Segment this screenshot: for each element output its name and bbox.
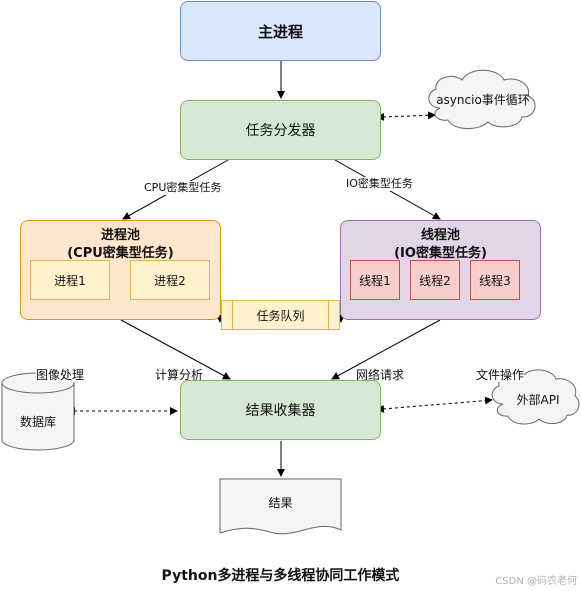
io-tasks-label: IO密集型任务 — [346, 177, 413, 191]
task-queue-node: 任务队列 — [221, 300, 340, 330]
process-pool-title: 进程池 — [100, 228, 140, 243]
thread-3-node: 线程3 — [470, 260, 520, 300]
task-queue-label: 任务队列 — [256, 308, 305, 323]
main-process-node: 主进程 — [180, 1, 381, 61]
cpu-tasks-label: CPU密集型任务 — [144, 181, 222, 195]
collector-node: 结果收集器 — [180, 380, 381, 440]
process-pool-header: 进程池 (CPU密集型任务) — [21, 227, 220, 263]
collector-label: 结果收集器 — [245, 403, 316, 419]
dispatcher-label: 任务分发器 — [245, 123, 316, 139]
edge-dispatcher-asyncio — [376, 111, 436, 121]
cylinder-body — [1, 383, 75, 451]
result-label: 结果 — [268, 496, 293, 510]
image-processing-label: 图像处理 — [36, 368, 85, 382]
network-request-label: 网络请求 — [356, 368, 405, 382]
diagram-caption: Python多进程与多线程协同工作模式 — [161, 568, 400, 584]
process-1-label: 进程1 — [54, 273, 86, 288]
main-process-label: 主进程 — [257, 22, 303, 41]
thread-3-label: 线程3 — [479, 273, 511, 288]
process-2-node: 进程2 — [130, 260, 210, 300]
thread-pool-subtitle: (IO密集型任务) — [394, 246, 487, 261]
document-shape — [219, 478, 342, 535]
process-pool-subtitle: (CPU密集型任务) — [67, 246, 174, 261]
queue-divider-right — [328, 300, 329, 330]
edge-thread-pool-to-collector — [331, 319, 441, 380]
cloud-shape — [428, 69, 536, 129]
thread-1-label: 线程1 — [359, 273, 391, 288]
asyncio-loop-label: asyncio事件循环 — [436, 93, 530, 107]
watermark: CSDN @码农老何 — [495, 576, 577, 587]
edge-collector-api — [376, 396, 493, 413]
process-1-node: 进程1 — [30, 260, 110, 300]
thread-pool-header: 线程池 (IO密集型任务) — [341, 227, 540, 263]
thread-1-node: 线程1 — [350, 260, 400, 300]
external-api-label: 外部API — [516, 393, 560, 407]
thread-pool-title: 线程池 — [420, 228, 460, 243]
queue-divider-left — [232, 300, 233, 330]
process-2-label: 进程2 — [154, 273, 186, 288]
compute-analysis-label: 计算分析 — [155, 368, 204, 382]
file-operation-label: 文件操作 — [476, 368, 525, 382]
thread-2-node: 线程2 — [410, 260, 460, 300]
edge-process-pool-to-collector — [120, 319, 231, 380]
dispatcher-node: 任务分发器 — [180, 100, 381, 160]
thread-2-label: 线程2 — [419, 273, 451, 288]
database-label: 数据库 — [19, 415, 56, 429]
